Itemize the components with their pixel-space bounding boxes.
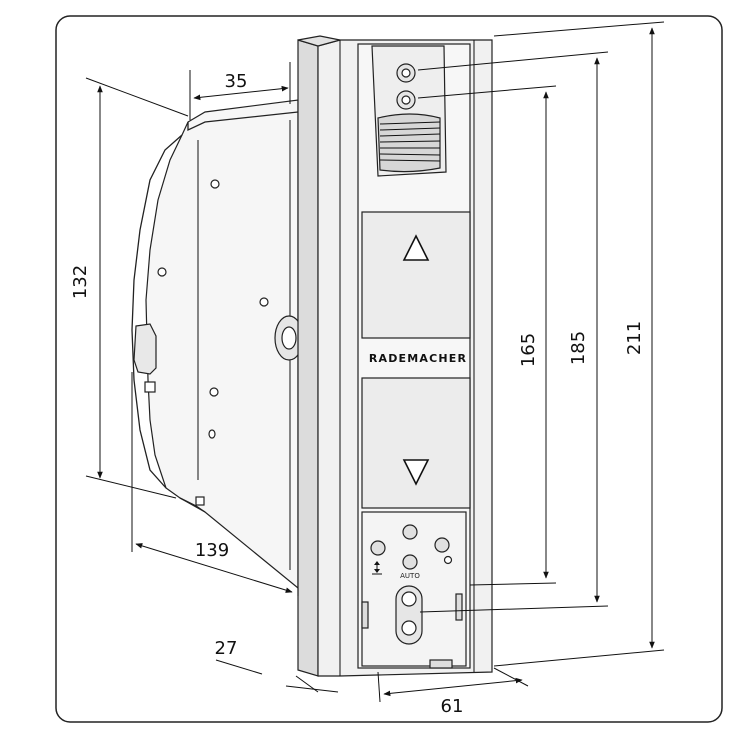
svg-text:165: 165 bbox=[518, 333, 539, 367]
auto-label: AUTO bbox=[400, 572, 420, 580]
dimension-132: 132 bbox=[70, 77, 189, 499]
drawing-frame bbox=[55, 15, 723, 723]
dimension-61: 61 bbox=[377, 667, 529, 717]
drive-shaft-inner bbox=[281, 326, 297, 350]
svg-text:27: 27 bbox=[215, 638, 238, 659]
svg-text:185: 185 bbox=[568, 331, 589, 365]
setting-button-3[interactable] bbox=[434, 537, 450, 553]
up-triangle-icon bbox=[402, 234, 430, 261]
side-latch-left bbox=[361, 601, 369, 629]
down-button[interactable] bbox=[361, 377, 471, 509]
brand-label: RADEMACHER bbox=[369, 352, 467, 365]
screw-hole-1 bbox=[210, 179, 220, 189]
up-down-arrows-icon bbox=[372, 561, 382, 575]
svg-text:211: 211 bbox=[624, 321, 645, 355]
dimension-27: 27 bbox=[215, 638, 339, 693]
screw-hole-3 bbox=[259, 297, 269, 307]
dimension-139: 139 bbox=[131, 372, 299, 596]
up-button[interactable] bbox=[361, 211, 471, 339]
motor-housing bbox=[131, 99, 304, 590]
svg-text:35: 35 bbox=[225, 71, 248, 92]
led-bottom-inner bbox=[401, 95, 411, 105]
bottom-notch bbox=[195, 496, 205, 506]
panel-side-face bbox=[297, 39, 319, 677]
small-tab bbox=[144, 381, 156, 393]
housing-top-rim bbox=[187, 111, 299, 132]
svg-text:61: 61 bbox=[441, 696, 464, 717]
led-top-inner bbox=[401, 68, 411, 78]
housing-back-edge bbox=[131, 134, 183, 489]
bottom-tab bbox=[429, 659, 453, 669]
svg-text:132: 132 bbox=[70, 265, 91, 299]
screw-hole-2 bbox=[157, 267, 167, 277]
status-led bbox=[443, 555, 453, 565]
svg-text:139: 139 bbox=[195, 540, 229, 561]
side-clip bbox=[133, 323, 157, 375]
setting-button-1[interactable] bbox=[402, 524, 418, 540]
dimension-185: 185 bbox=[417, 51, 609, 613]
front-panel: RADEMACHER AUTO bbox=[297, 35, 493, 677]
dimension-35: 35 bbox=[189, 62, 291, 120]
setting-button-2[interactable] bbox=[370, 540, 386, 556]
mounting-hole-bottom bbox=[401, 620, 417, 636]
auto-button[interactable] bbox=[402, 554, 418, 570]
screw-hole-4 bbox=[209, 387, 219, 397]
down-triangle-icon bbox=[402, 459, 430, 486]
thumb-wheel[interactable] bbox=[377, 113, 441, 173]
housing-bottom-rim bbox=[179, 497, 206, 513]
dimension-165: 165 bbox=[417, 85, 557, 586]
side-latch-right bbox=[455, 593, 463, 621]
mounting-hole-top bbox=[401, 591, 417, 607]
screw-hole-5 bbox=[208, 429, 216, 439]
dimension-211: 211 bbox=[493, 21, 665, 667]
